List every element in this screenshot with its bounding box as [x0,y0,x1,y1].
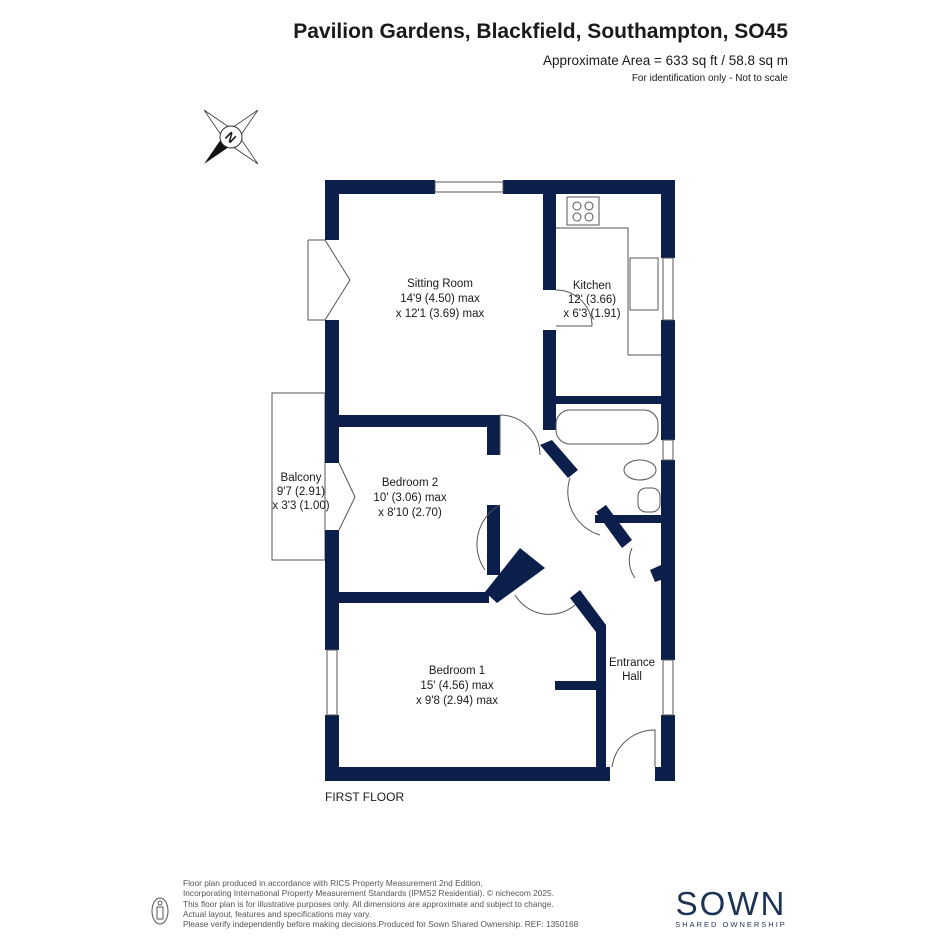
svg-text:Hall: Hall [622,671,642,683]
room-bedroom2: Bedroom 2 10' (3.06) max x 8'10 (2.70) [373,477,446,519]
room-sitting: Sitting Room 14'9 (4.50) max x 12'1 (3.6… [396,278,485,320]
sown-logo: SOWN SHARED OWNERSHIP [672,885,790,929]
room-bedroom1: Bedroom 1 15' (4.56) max x 9'8 (2.94) ma… [416,665,498,707]
svg-text:x 3'3 (1.00): x 3'3 (1.00) [272,500,329,512]
svg-text:x 8'10 (2.70): x 8'10 (2.70) [378,507,442,519]
floor-label: FIRST FLOOR [325,790,404,804]
page-title: Pavilion Gardens, Blackfield, Southampto… [293,20,788,43]
windows [326,181,674,716]
approximate-area: Approximate Area = 633 sq ft / 58.8 sq m [542,53,788,68]
svg-text:9'7 (2.91): 9'7 (2.91) [277,486,325,498]
disclaimer-line: Incorporating International Property Mea… [183,888,554,899]
svg-text:14'9 (4.50) max: 14'9 (4.50) max [400,293,480,305]
svg-text:15' (4.56) max: 15' (4.56) max [420,680,493,692]
person-scale-icon [151,897,169,925]
disclaimer-line: Floor plan produced in accordance with R… [183,878,483,888]
logo-tagline: SHARED OWNERSHIP [675,920,787,929]
disclaimer: Floor plan produced in accordance with R… [183,878,578,929]
svg-text:Bedroom 2: Bedroom 2 [382,477,438,489]
svg-text:Kitchen: Kitchen [573,280,611,292]
walls [325,180,675,781]
hob-icon [566,196,600,226]
svg-text:x 6'3 (1.91): x 6'3 (1.91) [563,308,620,320]
svg-text:x 9'8 (2.94) max: x 9'8 (2.94) max [416,695,498,707]
svg-text:10' (3.06) max: 10' (3.06) max [373,492,446,504]
bath-icon [555,409,659,445]
room-kitchen: Kitchen 12' (3.66) x 6'3 (1.91) [563,280,620,320]
svg-text:Sitting Room: Sitting Room [407,278,473,290]
room-entrance-hall: Entrance Hall [609,657,655,683]
svg-text:12' (3.66): 12' (3.66) [568,294,616,306]
sink-icon [629,257,659,311]
svg-text:x 12'1 (3.69) max: x 12'1 (3.69) max [396,308,485,320]
doors [307,239,656,768]
room-balcony: Balcony 9'7 (2.91) x 3'3 (1.00) [272,472,329,512]
basin-icon [637,487,661,513]
compass-icon [203,109,259,165]
logo-wordmark: SOWN [675,885,787,922]
disclaimer-line: This floor plan is for illustrative purp… [183,898,554,909]
svg-text:Bedroom 1: Bedroom 1 [429,665,485,677]
balcony-outline [271,392,326,561]
fixtures [555,196,661,513]
disclaimer-line: Please verify independently before makin… [183,919,579,930]
scale-note: For identification only - Not to scale [631,73,788,84]
svg-text:Entrance: Entrance [609,657,655,669]
toilet-icon [623,459,657,481]
svg-text:Balcony: Balcony [281,472,322,484]
disclaimer-line: Actual layout, features and specificatio… [183,908,372,919]
